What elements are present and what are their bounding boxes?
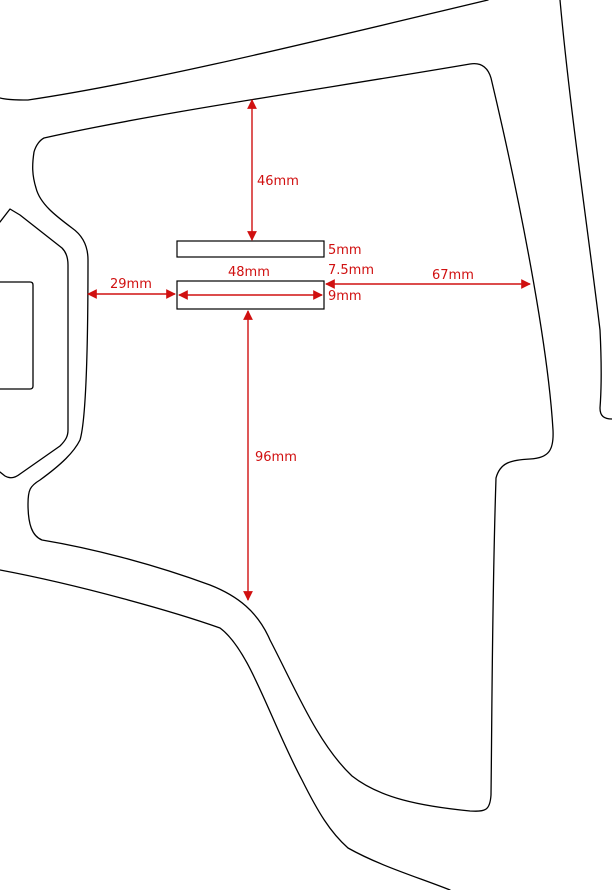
main-panel-outline xyxy=(27,62,554,812)
strip-gap-label: 7.5mm xyxy=(328,263,374,278)
bottom-strip-height-label: 9mm xyxy=(328,289,362,304)
right-gap-label: 67mm xyxy=(432,268,474,283)
outer-band-right-edge xyxy=(559,0,612,420)
left-hexagon-outline xyxy=(0,208,69,479)
strip-width-label: 48mm xyxy=(228,265,270,280)
bottom-gap-label: 96mm xyxy=(255,450,297,465)
top-gap-label: 46mm xyxy=(257,174,299,189)
left-gap-label: 29mm xyxy=(110,277,152,292)
top-strip-height-label: 5mm xyxy=(328,243,362,258)
outer-band-top-edge xyxy=(0,0,489,101)
outer-band-bottom-edge xyxy=(0,569,451,890)
left-inner-rect xyxy=(0,281,34,390)
top-strip xyxy=(176,240,325,258)
